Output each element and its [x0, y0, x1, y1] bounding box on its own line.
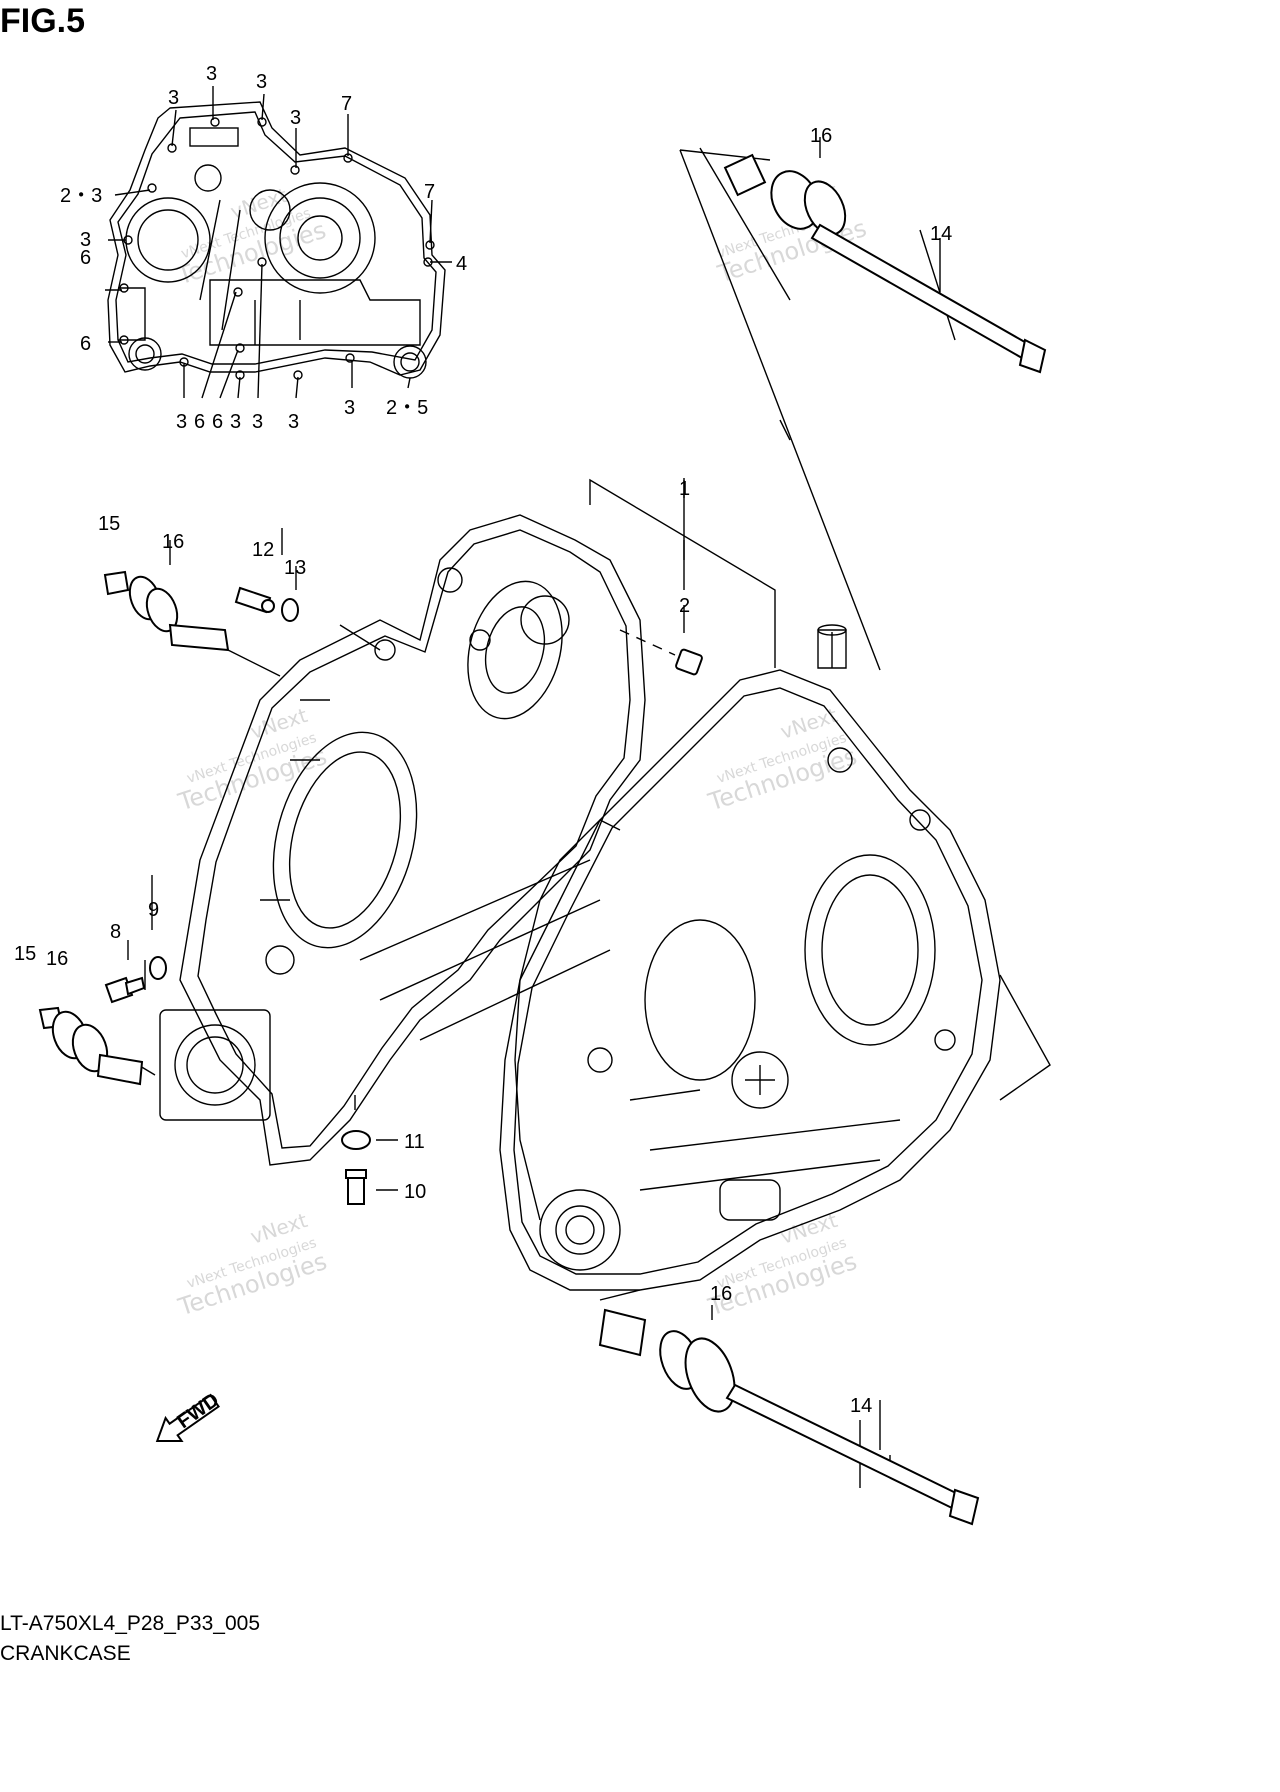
inset-bolt-holes [119, 117, 435, 380]
callout-label: 16 [710, 1283, 732, 1305]
crankcase-left-half [159, 514, 646, 1166]
part-16-top-plug [723, 153, 847, 236]
callout-label: 10 [404, 1181, 426, 1203]
callout-label: 12 [252, 539, 274, 561]
callout-label: 2・3 [60, 185, 102, 207]
part-8-bolt [104, 976, 146, 1004]
part-14-bottom-bolt [725, 1383, 980, 1526]
figure-code: LT-A750XL4_P28_P33_005 [0, 1612, 260, 1635]
inset-leader-lines [105, 86, 452, 399]
figure-name: CRANKCASE [0, 1642, 131, 1665]
part-16-lower-plug [51, 1010, 144, 1086]
callout-label: 2 [679, 595, 690, 617]
callout-label: 6 [194, 411, 205, 433]
part-9-washer [149, 956, 167, 980]
callout-label: 7 [424, 181, 435, 203]
callout-label: 16 [810, 125, 832, 147]
callout-label: 6 [80, 247, 91, 269]
crankcase-right-half [499, 624, 1001, 1291]
callout-label: 3 [344, 397, 355, 419]
callout-label: 4 [456, 253, 467, 275]
callout-label: 3 [168, 87, 179, 109]
callout-label: 15 [98, 513, 120, 535]
callout-label: 2・5 [386, 397, 428, 419]
callout-label: 9 [148, 899, 159, 921]
callout-label: 11 [404, 1131, 425, 1153]
fwd-arrow-icon: FWD [155, 1389, 223, 1442]
callout-label: 13 [284, 557, 306, 579]
callout-label: 3 [252, 411, 263, 433]
callout-label: 16 [46, 948, 68, 970]
part-10-bolt [345, 1169, 367, 1205]
callout-label: 6 [80, 333, 91, 355]
callout-label: 16 [162, 531, 184, 553]
callout-label: 7 [341, 93, 352, 115]
callout-label: 3 [230, 411, 241, 433]
inset-callout-labels: 3 3 3 3 7 2・3 7 3 6 4 6 3 6 6 3 3 3 3 2・… [60, 63, 467, 433]
figure-title: FIG.5 [0, 2, 86, 40]
callout-label: 14 [850, 1395, 872, 1417]
part-11-washer [341, 1130, 371, 1150]
part-14-top-bolt [810, 223, 1047, 374]
callout-label: 6 [212, 411, 223, 433]
part-12-pin [234, 586, 275, 614]
callout-label: 3 [176, 411, 187, 433]
part-16-bottom-plug [598, 1308, 736, 1413]
callout-label: 3 [288, 411, 299, 433]
part-13-washer [281, 598, 299, 622]
callout-label: 3 [256, 71, 267, 93]
part-15-top-plug [103, 570, 130, 596]
fwd-label: FWD [173, 1389, 223, 1433]
main-callout-labels: 16 14 1 2 15 16 12 13 8 9 15 16 11 10 16… [14, 125, 952, 1417]
callout-label: 3 [290, 107, 301, 129]
callout-label: 8 [110, 921, 121, 943]
callout-label: 14 [930, 223, 952, 245]
callout-label: 15 [14, 943, 36, 965]
callout-label: 3 [80, 229, 91, 251]
callout-label: 3 [206, 63, 217, 85]
callout-label: 1 [679, 478, 690, 500]
part-16-left-plug [128, 575, 230, 652]
part-2-dowel [675, 648, 703, 676]
inset-crankcase-view [107, 101, 446, 380]
